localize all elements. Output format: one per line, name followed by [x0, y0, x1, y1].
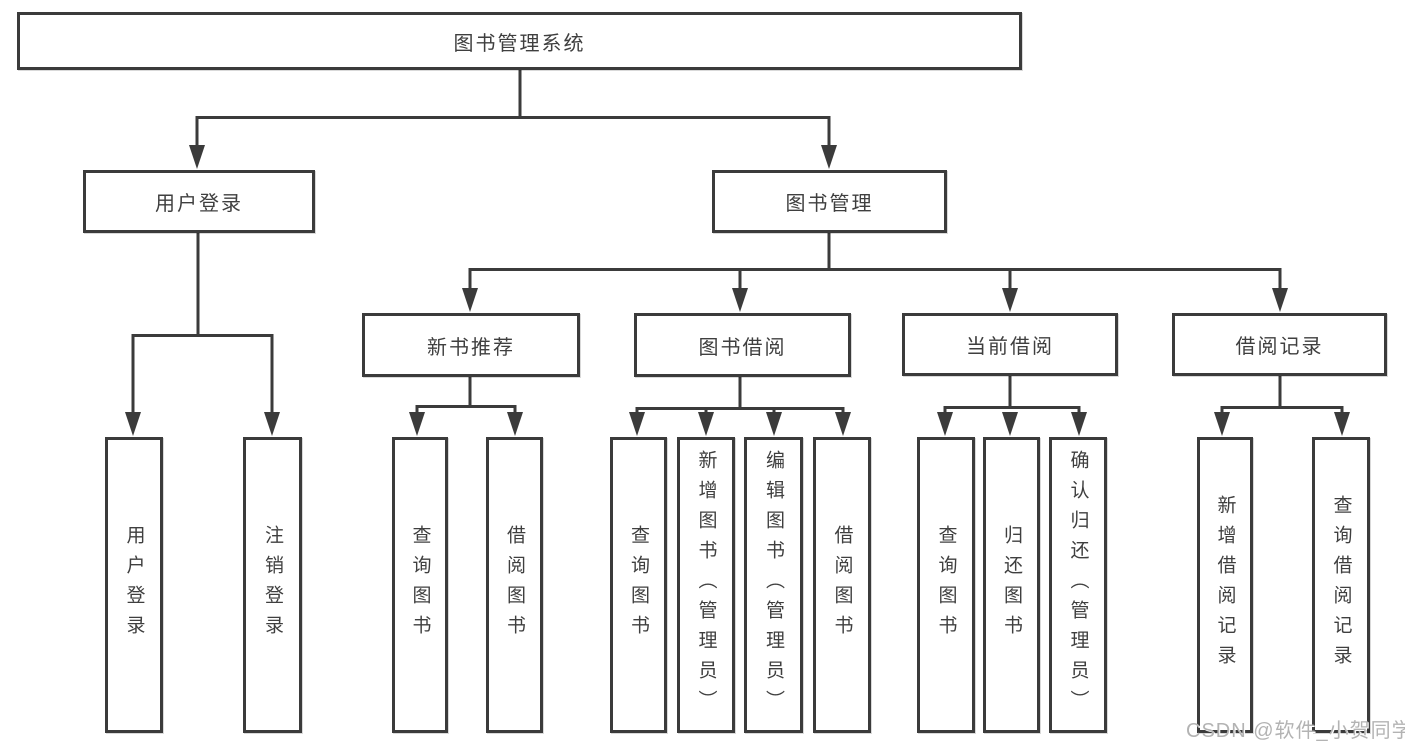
leaf-newbook-borrow: 借阅图书: [486, 437, 543, 733]
connector-current-borrow-children: [937, 376, 1087, 436]
connector-borrow-record-children: [1214, 376, 1350, 436]
node-new-book: 新书推荐: [362, 313, 580, 377]
leaf-record-query: 查询借阅记录: [1312, 437, 1370, 733]
connector-new-book-children: [409, 377, 523, 436]
leaf-newbook-query: 查询图书: [392, 437, 448, 733]
node-root-label: 图书管理系统: [453, 32, 586, 55]
leaf-borrow-borrow: 借阅图书: [813, 437, 871, 733]
leaf-borrow-add-label: 新增图书（管理员）: [695, 450, 717, 720]
leaf-borrow-borrow-label: 借阅图书: [831, 525, 853, 645]
node-user-login-label: 用户登录: [155, 193, 243, 215]
connector-book-mgmt-children: [462, 233, 1288, 312]
leaf-current-query: 查询图书: [917, 437, 975, 733]
leaf-borrow-query-label: 查询图书: [628, 525, 649, 645]
node-book-mgmt-label: 图书管理: [785, 193, 874, 215]
leaf-current-query-label: 查询图书: [935, 525, 957, 645]
leaf-logout: 注销登录: [243, 437, 302, 733]
connector-user-login-children: [125, 233, 280, 436]
node-book-borrow: 图书借阅: [634, 313, 851, 377]
leaf-user-login-label: 用户登录: [123, 525, 145, 645]
leaf-record-add: 新增借阅记录: [1197, 437, 1253, 733]
connector-root-to-level2: [189, 70, 837, 169]
node-user-login: 用户登录: [83, 170, 315, 233]
leaf-newbook-query-label: 查询图书: [409, 525, 431, 645]
leaf-user-login: 用户登录: [105, 437, 163, 733]
leaf-record-add-label: 新增借阅记录: [1214, 495, 1236, 675]
leaf-current-return: 归还图书: [983, 437, 1040, 733]
node-book-mgmt: 图书管理: [712, 170, 947, 233]
node-book-borrow-label: 图书借阅: [698, 336, 787, 359]
leaf-current-return-label: 归还图书: [1001, 525, 1022, 645]
leaf-current-confirm: 确认归还（管理员）: [1049, 437, 1107, 733]
leaf-logout-label: 注销登录: [262, 525, 283, 645]
leaf-record-query-label: 查询借阅记录: [1330, 495, 1352, 675]
leaf-borrow-add: 新增图书（管理员）: [677, 437, 735, 733]
leaf-borrow-edit-label: 编辑图书（管理员）: [763, 450, 784, 720]
leaf-borrow-edit: 编辑图书（管理员）: [744, 437, 803, 733]
csdn-watermark: CSDN @软件_小贺同学: [1186, 720, 1405, 742]
connector-book-borrow-children: [629, 377, 851, 436]
node-current-borrow-label: 当前借阅: [966, 336, 1054, 358]
node-new-book-label: 新书推荐: [427, 336, 515, 359]
node-borrow-record: 借阅记录: [1172, 313, 1387, 376]
node-root: 图书管理系统: [17, 12, 1022, 70]
node-borrow-record-label: 借阅记录: [1235, 336, 1324, 358]
leaf-borrow-query: 查询图书: [610, 437, 667, 733]
leaf-newbook-borrow-label: 借阅图书: [504, 525, 525, 645]
node-current-borrow: 当前借阅: [902, 313, 1118, 376]
leaf-current-confirm-label: 确认归还（管理员）: [1067, 450, 1089, 720]
